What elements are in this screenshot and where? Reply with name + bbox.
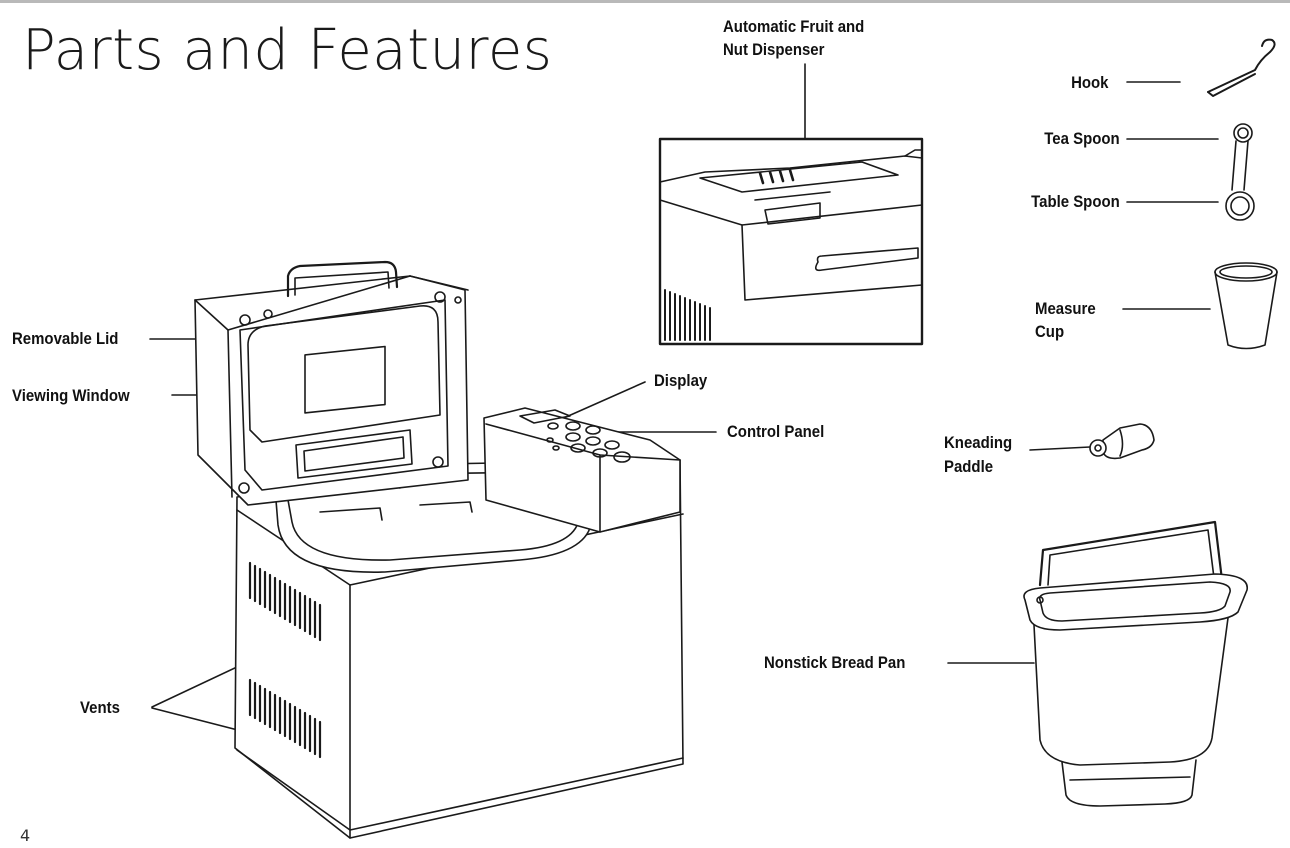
label-display: Display	[654, 371, 708, 390]
label-hook: Hook	[1070, 73, 1108, 92]
label-measure-cup-line2: Cup	[1035, 322, 1065, 341]
label-removable-lid: Removable Lid	[12, 329, 119, 348]
dispenser-inset	[658, 137, 924, 346]
label-kneading-paddle-line2: Paddle	[944, 457, 994, 476]
measure-cup-drawing	[1214, 262, 1278, 350]
label-nonstick-bread-pan: Nonstick Bread Pan	[764, 653, 906, 672]
label-dispenser-line1: Automatic Fruit and	[723, 17, 865, 36]
label-control-panel: Control Panel	[727, 422, 825, 441]
label-tea-spoon: Tea Spoon	[1044, 129, 1120, 148]
top-rule	[0, 0, 1290, 3]
label-measure-cup-line1: Measure	[1035, 299, 1096, 318]
bread-pan-drawing	[1023, 520, 1248, 807]
bread-machine	[234, 407, 684, 839]
label-dispenser-line2: Nut Dispenser	[723, 40, 825, 59]
hook-drawing	[1207, 38, 1276, 97]
label-viewing-window: Viewing Window	[12, 386, 130, 405]
page-title: Parts and Features	[22, 18, 553, 83]
label-vents: Vents	[80, 698, 120, 717]
removable-lid-drawing	[194, 260, 469, 506]
page-number: 4	[20, 826, 31, 845]
label-kneading-paddle-line1: Kneading	[944, 433, 1013, 452]
kneading-paddle-drawing	[1089, 423, 1155, 460]
label-table-spoon: Table Spoon	[1031, 192, 1120, 211]
spoons-drawing	[1225, 123, 1255, 221]
